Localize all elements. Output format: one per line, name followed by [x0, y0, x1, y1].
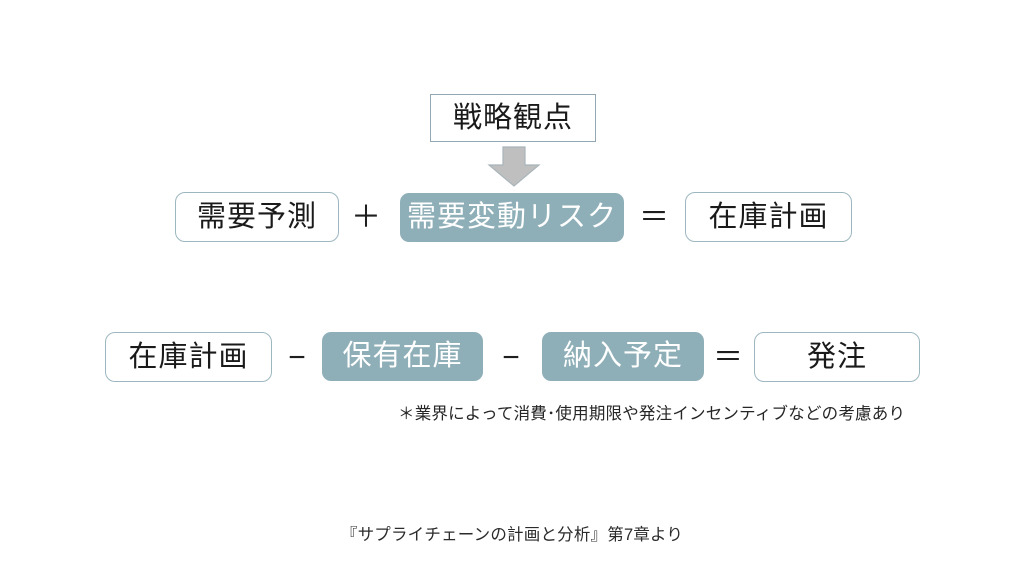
- down-arrow-icon: [487, 146, 541, 188]
- operator-minus-2: −: [497, 341, 525, 374]
- term-order-label: 発注: [806, 340, 867, 373]
- operator-minus-2-symbol: −: [502, 341, 520, 374]
- term-demand-variability-risk-label: 需要変動リスク: [406, 201, 617, 233]
- term-on-hand-inventory-label: 保有在庫: [342, 340, 463, 372]
- term-inventory-plan-top: 在庫計画: [685, 192, 852, 242]
- term-inventory-plan-bottom-label: 在庫計画: [128, 340, 249, 373]
- footnote: ＊業界によって消費･使用期限や発注インセンティブなどの考慮あり: [398, 405, 906, 423]
- term-order: 発注: [754, 332, 920, 382]
- term-inventory-plan-bottom: 在庫計画: [105, 332, 272, 382]
- term-on-hand-inventory: 保有在庫: [322, 332, 483, 381]
- operator-equals-top-symbol: ＝: [639, 201, 669, 234]
- term-scheduled-receipts: 納入予定: [542, 332, 704, 381]
- operator-plus: ＋: [351, 201, 381, 234]
- operator-equals-top: ＝: [639, 201, 669, 234]
- strategy-box: 戦略観点: [430, 94, 596, 142]
- term-demand-variability-risk: 需要変動リスク: [400, 193, 624, 242]
- term-inventory-plan-top-label: 在庫計画: [708, 200, 829, 233]
- term-demand-forecast: 需要予測: [175, 192, 339, 242]
- operator-plus-symbol: ＋: [351, 201, 381, 234]
- term-demand-forecast-label: 需要予測: [196, 200, 317, 233]
- operator-equals-bottom: ＝: [713, 341, 743, 374]
- term-scheduled-receipts-label: 納入予定: [562, 340, 683, 372]
- source-caption: 『サプライチェーンの計画と分析』第7章より: [340, 526, 684, 544]
- operator-minus-1-symbol: −: [288, 341, 306, 374]
- operator-minus-1: −: [283, 341, 311, 374]
- operator-equals-bottom-symbol: ＝: [713, 341, 743, 374]
- strategy-box-label: 戦略観点: [452, 101, 573, 134]
